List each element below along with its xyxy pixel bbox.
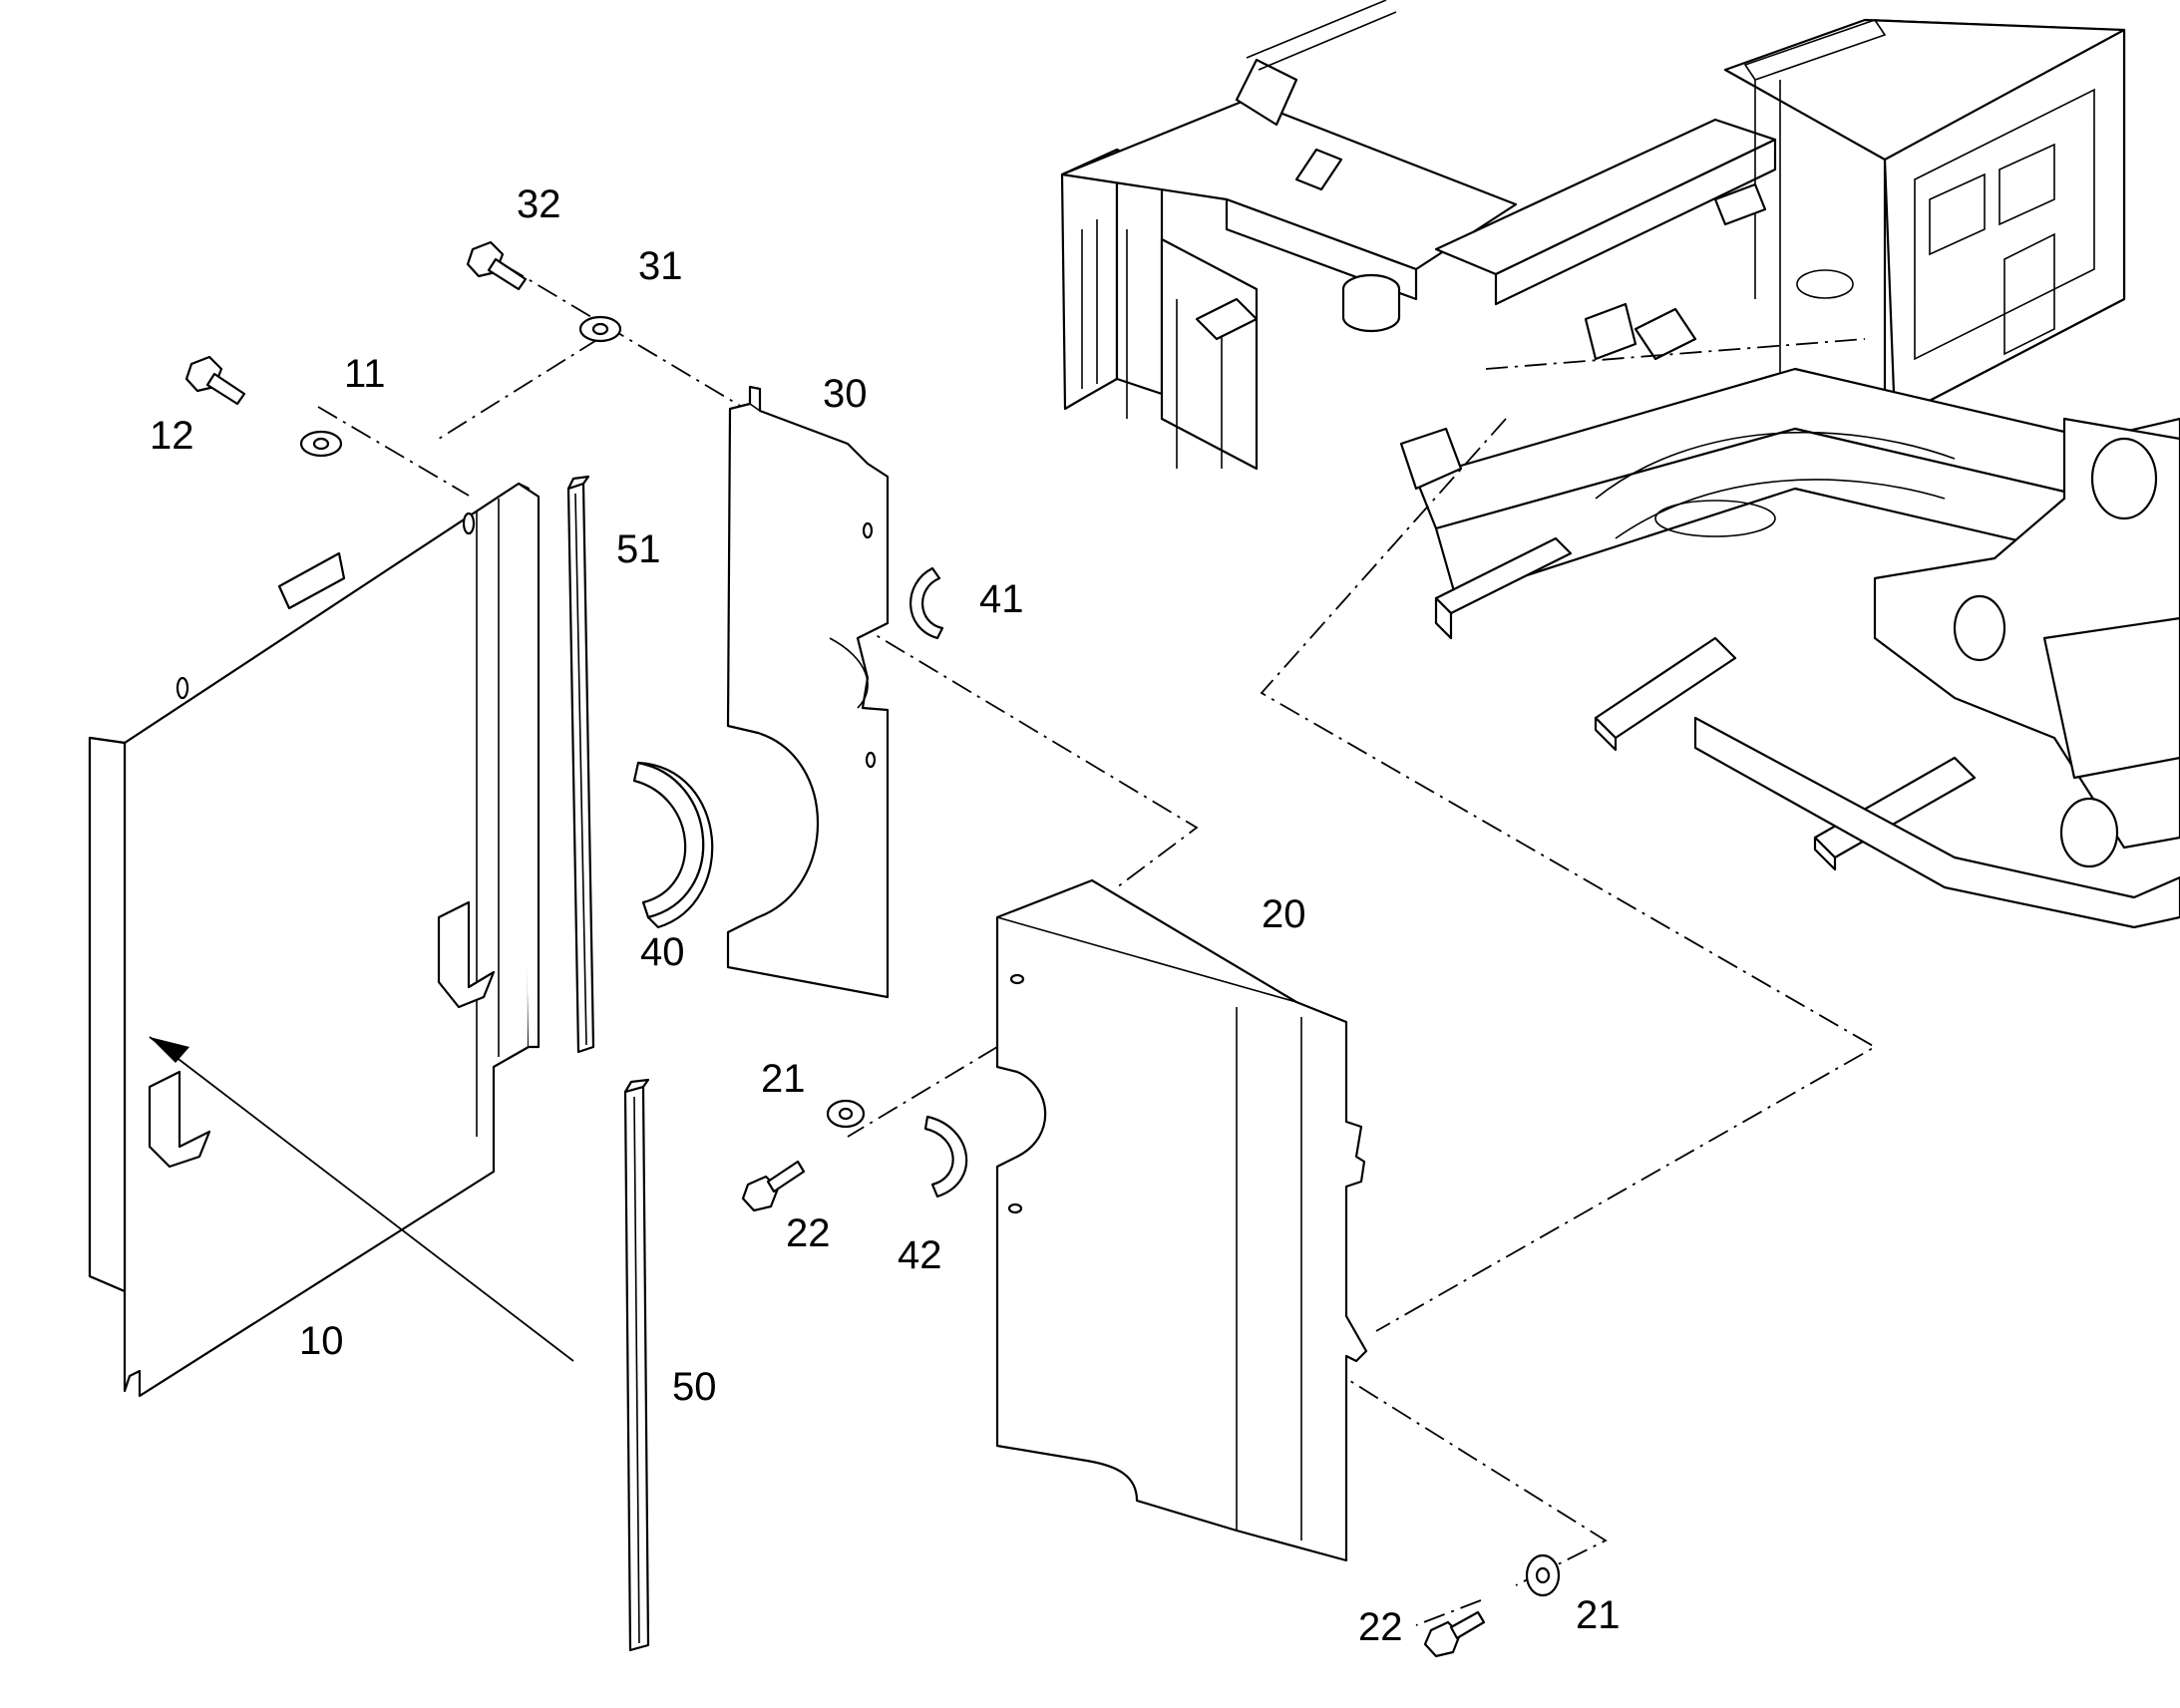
panel-20 <box>995 878 1368 1562</box>
callout-21-lower: 21 <box>1576 1593 1621 1637</box>
panel-10 <box>88 482 574 1398</box>
bolt-32 <box>466 240 528 291</box>
callout-41: 41 <box>979 577 1024 621</box>
bolt-22-middle <box>741 1160 806 1212</box>
bolt-22-lower <box>1423 1610 1486 1658</box>
seal-strip-51 <box>566 475 595 1054</box>
callout-20: 20 <box>1262 892 1306 936</box>
seal-strip-50 <box>623 1078 650 1652</box>
callout-42: 42 <box>898 1233 942 1277</box>
callout-32: 32 <box>517 182 561 226</box>
callout-11: 11 <box>344 352 386 396</box>
washer-31 <box>578 315 622 343</box>
callout-12: 12 <box>150 414 194 458</box>
gasket-42 <box>923 1115 968 1198</box>
washer-11 <box>299 430 343 458</box>
washer-21-lower <box>1525 1553 1561 1597</box>
gasket-40 <box>632 761 714 929</box>
machine-frame <box>1060 0 2180 929</box>
callout-10: 10 <box>299 1319 344 1363</box>
callout-51: 51 <box>616 527 661 571</box>
callout-22-lower: 22 <box>1358 1605 1403 1649</box>
callout-30: 30 <box>823 372 868 416</box>
callout-22-middle: 22 <box>786 1211 831 1255</box>
callout-31: 31 <box>638 244 683 288</box>
bolt-12 <box>184 355 246 406</box>
gasket-41 <box>909 566 944 640</box>
callout-40: 40 <box>640 930 685 974</box>
callout-21-middle: 21 <box>761 1057 806 1101</box>
callout-labels: 10 11 12 20 21 21 22 22 30 31 32 40 41 4… <box>150 182 1621 1649</box>
panel-30 <box>726 385 890 999</box>
washer-21-middle <box>826 1099 866 1129</box>
callout-50: 50 <box>672 1365 717 1409</box>
